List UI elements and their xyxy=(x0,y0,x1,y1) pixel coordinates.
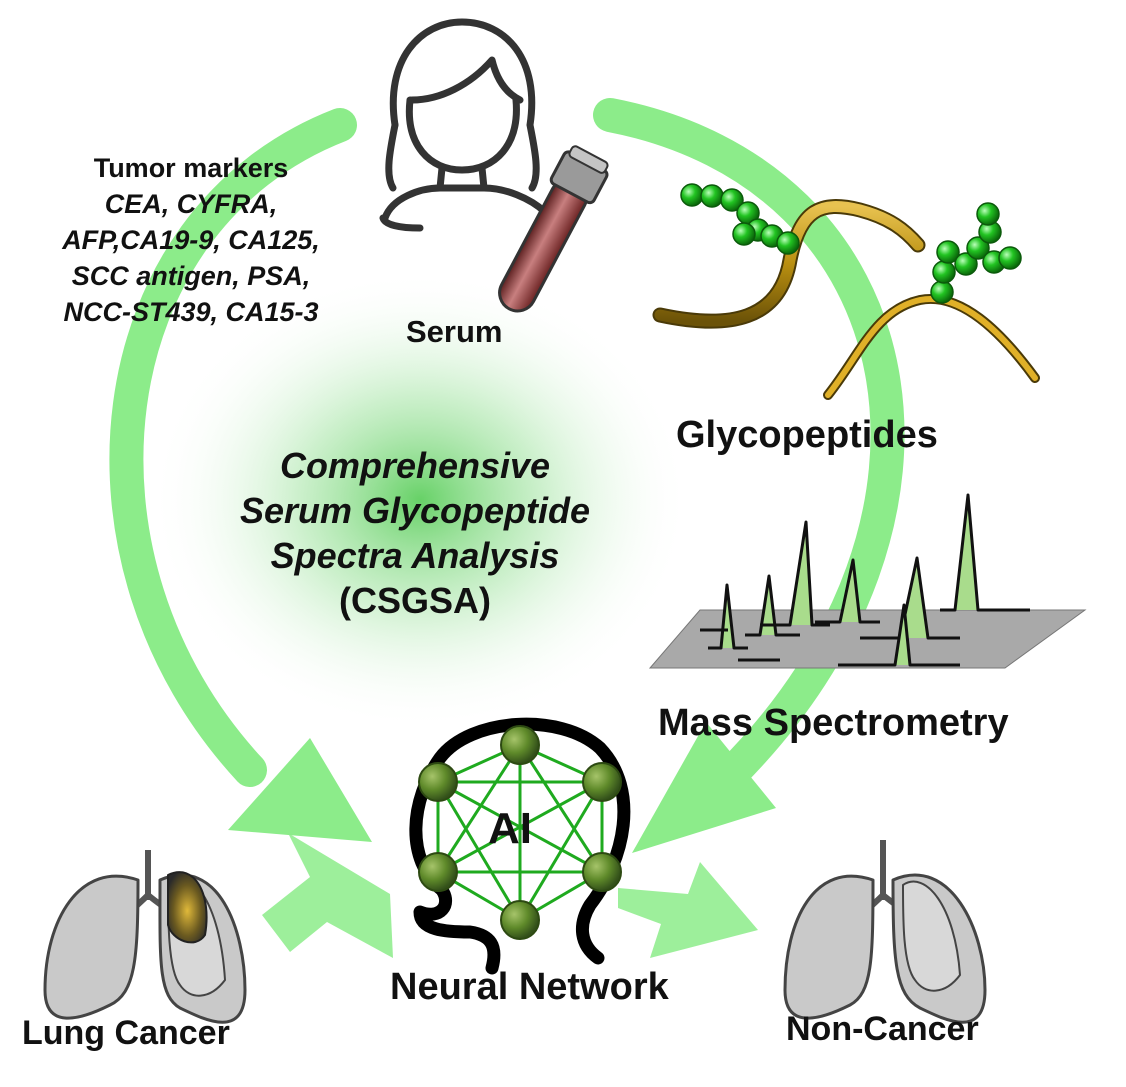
left-arrowhead xyxy=(228,738,372,842)
tumor-markers-line: AFP,CA19-9, CA125, xyxy=(62,225,320,255)
glycopeptide-icon xyxy=(652,183,1040,400)
arrow-to-lung-cancer xyxy=(262,833,393,958)
ai-head-icon xyxy=(409,717,631,975)
tumor-markers-heading: Tumor markers xyxy=(93,153,289,183)
csgsa-title: Comprehensive Serum Glycopeptide Spectra… xyxy=(180,443,650,623)
csgsa-title-line: Comprehensive xyxy=(279,445,551,486)
tumor-markers-line: CEA, CYFRA, xyxy=(104,189,278,219)
mass-spectrum-icon xyxy=(648,493,1087,669)
arrow-to-non-cancer xyxy=(618,862,758,958)
blood-tube-icon xyxy=(498,145,609,313)
csgsa-abbreviation: (CSGSA) xyxy=(339,580,491,621)
glycopeptides-label: Glycopeptides xyxy=(676,414,938,456)
ai-label: AI xyxy=(488,804,532,853)
left-cycle-arrow xyxy=(109,108,357,787)
tumor-markers-list: Tumor markers CEA, CYFRA, AFP,CA19-9, CA… xyxy=(22,150,360,330)
serum-label: Serum xyxy=(406,314,503,349)
lung-icon xyxy=(783,840,987,1024)
csgsa-title-line: Serum Glycopeptide xyxy=(239,490,591,531)
mass-spectrometry-label: Mass Spectrometry xyxy=(658,702,1009,744)
tumor-markers-line: SCC antigen, PSA, xyxy=(71,261,311,291)
lung-tumor-icon xyxy=(43,850,247,1024)
non-cancer-label: Non-Cancer xyxy=(786,1010,979,1048)
center-glow xyxy=(150,270,690,730)
lung-cancer-label: Lung Cancer xyxy=(22,1014,230,1052)
csgsa-title-line: Spectra Analysis xyxy=(270,535,560,576)
right-arrowhead xyxy=(632,722,776,853)
tumor-markers-line: NCC-ST439, CA15-3 xyxy=(63,297,319,327)
neural-network-label: Neural Network xyxy=(390,966,669,1008)
person-icon xyxy=(379,18,549,232)
